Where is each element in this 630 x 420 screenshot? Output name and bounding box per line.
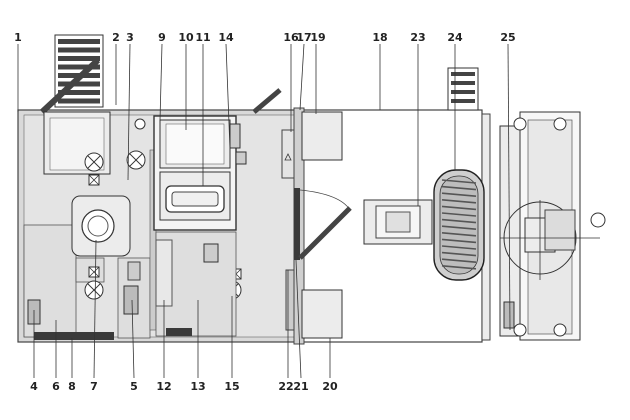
callout-8: 8 (68, 380, 76, 393)
fan-cross (87, 283, 101, 297)
callout-4: 4 (30, 380, 38, 393)
ladder-rung (58, 47, 100, 53)
lower-central-area (155, 231, 237, 337)
tire-tread-line (441, 199, 477, 204)
marker-cross (88, 266, 100, 278)
tire-tread-line (441, 212, 477, 217)
spare-wheel-mount (363, 199, 433, 245)
left-compartment (23, 224, 114, 340)
tire-tread-line (441, 265, 477, 270)
tire-tread-line (441, 238, 477, 244)
callout-24: 24 (447, 31, 463, 44)
step-rung (451, 99, 475, 103)
callout-23: 23 (410, 31, 425, 44)
callout-10: 10 (178, 31, 194, 44)
partition-16 (281, 129, 295, 179)
tire-tread-line (441, 192, 477, 197)
step-rung (451, 72, 475, 76)
tire (433, 67, 485, 281)
tire-tread-line (441, 205, 477, 211)
step-rung (451, 90, 475, 94)
callout-20: 20 (322, 380, 338, 393)
callout-3: 3 (126, 31, 134, 44)
callout-25: 25 (500, 31, 515, 44)
tire-tread-line (441, 232, 477, 237)
callout-2: 2 (112, 31, 120, 44)
ladder-rung (58, 81, 100, 87)
equipment-cabinet (134, 115, 247, 231)
roof-ladder (39, 34, 104, 115)
callout-16: 16 (283, 31, 299, 44)
callout-1: 1 (14, 31, 22, 44)
callout-5: 5 (130, 380, 138, 393)
callout-14: 14 (218, 31, 234, 44)
top-door (252, 88, 282, 114)
callout-21: 21 (293, 380, 308, 393)
callout-17: 17 (296, 31, 311, 44)
callout-15: 15 (224, 380, 239, 393)
callout-6: 6 (52, 380, 60, 393)
ladder-rung (58, 64, 100, 70)
tire-tread-line (441, 258, 477, 263)
fan-cross (87, 155, 101, 169)
ladder-rung (58, 56, 100, 61)
tire-tread-line (441, 245, 477, 250)
fan-cross (129, 153, 143, 167)
tire-tread-line (441, 251, 477, 257)
callout-12: 12 (156, 380, 171, 393)
callout-9: 9 (158, 31, 166, 44)
tire-tread-line (441, 179, 477, 184)
crane-assembly (499, 111, 606, 341)
ladder-rung (58, 98, 100, 104)
step-rung (451, 81, 475, 85)
tire-tread-line (441, 185, 477, 191)
callout-19: 19 (310, 31, 325, 44)
callout-13: 13 (190, 380, 205, 393)
callout-7: 7 (90, 380, 98, 393)
tire-tread-line (441, 218, 477, 224)
callout-18: 18 (372, 31, 387, 44)
ladder-rung (58, 39, 100, 44)
callouts: 1 2 3 9 10 11 14 16 17 19 18 23 24 25 4 … (14, 31, 515, 393)
tire-tread-line (441, 225, 477, 230)
central-column (71, 149, 157, 339)
callout-22: 22 (278, 380, 293, 393)
marker-cross (88, 174, 100, 186)
ladder-rung (58, 90, 100, 95)
callout-11: 11 (195, 31, 210, 44)
